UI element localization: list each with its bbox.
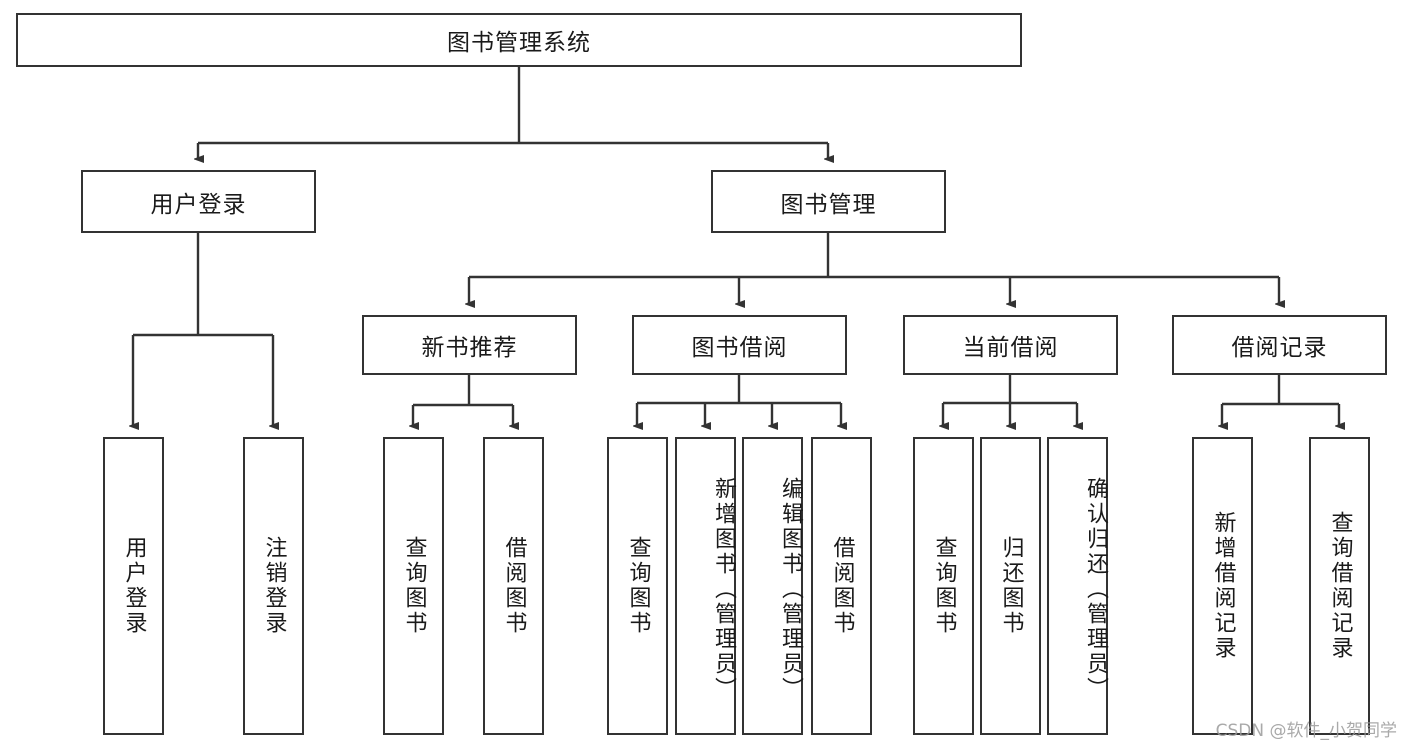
- node-leaf-add-book-admin[interactable]: 新增图书（管理员）: [675, 437, 736, 735]
- node-label: 查询图书: [401, 536, 427, 636]
- node-leaf-query-book-borrow[interactable]: 查询图书: [607, 437, 668, 735]
- node-label: 用户登录: [121, 536, 147, 636]
- node-root-book-management-system[interactable]: 图书管理系统: [16, 13, 1022, 67]
- node-new-book-recommend[interactable]: 新书推荐: [362, 315, 577, 375]
- node-leaf-edit-book-admin[interactable]: 编辑图书（管理员）: [742, 437, 803, 735]
- node-label: 新增借阅记录: [1210, 511, 1236, 661]
- node-user-login[interactable]: 用户登录: [81, 170, 316, 233]
- node-borrow-record[interactable]: 借阅记录: [1172, 315, 1387, 375]
- node-leaf-query-book-current[interactable]: 查询图书: [913, 437, 974, 735]
- node-label: 查询图书: [931, 536, 957, 636]
- node-label: 借阅图书: [829, 536, 855, 636]
- node-book-management[interactable]: 图书管理: [711, 170, 946, 233]
- node-leaf-query-borrow-record[interactable]: 查询借阅记录: [1309, 437, 1370, 735]
- node-label: 归还图书: [998, 536, 1024, 636]
- node-label: 新增图书（管理员）: [711, 476, 736, 702]
- node-current-borrow[interactable]: 当前借阅: [903, 315, 1118, 375]
- node-label: 用户登录: [150, 191, 247, 218]
- node-leaf-borrow-book-recommend[interactable]: 借阅图书: [483, 437, 544, 735]
- node-label: 新书推荐: [421, 335, 518, 361]
- node-label: 查询借阅记录: [1327, 511, 1353, 661]
- node-leaf-logout[interactable]: 注销登录: [243, 437, 304, 735]
- node-leaf-confirm-return-admin[interactable]: 确认归还（管理员）: [1047, 437, 1108, 735]
- node-leaf-borrow-book[interactable]: 借阅图书: [811, 437, 872, 735]
- node-label: 查询图书: [625, 536, 651, 636]
- node-label: 图书借阅: [691, 335, 788, 361]
- node-book-borrow[interactable]: 图书借阅: [632, 315, 847, 375]
- node-leaf-user-login[interactable]: 用户登录: [103, 437, 164, 735]
- node-label: 当前借阅: [962, 335, 1059, 361]
- node-label: 图书管理: [780, 191, 877, 218]
- node-label: 图书管理系统: [447, 30, 591, 56]
- node-label: 确认归还（管理员）: [1083, 476, 1108, 702]
- node-label: 编辑图书（管理员）: [778, 476, 803, 702]
- watermark-csdn: CSDN @软件_小贺同学: [1215, 721, 1397, 741]
- node-label: 注销登录: [261, 536, 287, 636]
- node-label: 借阅记录: [1231, 335, 1328, 361]
- node-leaf-query-book-recommend[interactable]: 查询图书: [383, 437, 444, 735]
- node-label: 借阅图书: [501, 536, 527, 636]
- node-leaf-return-book[interactable]: 归还图书: [980, 437, 1041, 735]
- node-leaf-add-borrow-record[interactable]: 新增借阅记录: [1192, 437, 1253, 735]
